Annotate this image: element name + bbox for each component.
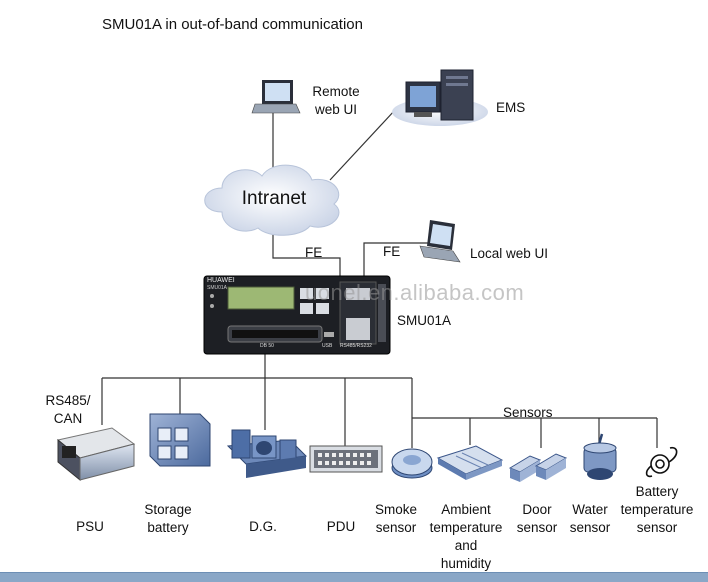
diagram-title: SMU01A in out-of-band communication: [102, 16, 363, 33]
device-brand: HUAWEI: [207, 277, 235, 284]
ambient-sensor-icon: [436, 445, 504, 480]
label-smoke-sensor: Smoke sensor: [374, 502, 418, 535]
label-fe-intranet: FE: [305, 245, 323, 260]
port-usb-label: USB: [322, 343, 333, 349]
psu-icon: [56, 427, 136, 482]
local-laptop-icon: [419, 220, 461, 263]
label-fe-local: FE: [383, 244, 401, 259]
battery-temp-sensor-icon: [645, 446, 678, 478]
label-rs485-can: RS485/ CAN: [45, 393, 91, 426]
label-storage-battery: Storage battery: [144, 502, 192, 535]
label-ambient-sensor: Ambient temperature and humidity: [429, 502, 503, 571]
door-sensor-icon: [508, 453, 568, 482]
line-local-smu: [363, 242, 430, 276]
label-door-sensor: Door sensor: [516, 502, 558, 535]
label-pdu: PDU: [326, 519, 356, 534]
label-local-web-ui: Local web UI: [470, 246, 549, 261]
generator-icon: [226, 429, 308, 478]
label-sensors: Sensors: [503, 405, 553, 420]
watermark: uonel.en.alibaba.com: [305, 280, 525, 305]
label-remote-web-ui: Remote web UI: [312, 84, 360, 117]
label-ems: EMS: [496, 100, 526, 115]
pdu-icon: [309, 445, 383, 473]
remote-laptop-icon: [251, 80, 301, 114]
connection-lines: [101, 109, 658, 448]
label-battery-temp-sensor: Battery temperature sensor: [620, 484, 694, 535]
smoke-sensor-icon: [391, 448, 433, 479]
line-intranet-smu: [272, 225, 341, 276]
port-db50-label: DB 50: [260, 343, 274, 349]
label-water-sensor: Water sensor: [569, 502, 611, 535]
intranet-cloud-icon: [204, 164, 340, 236]
smu01a-device: [203, 275, 391, 355]
bottom-edge-bar: [0, 572, 708, 582]
ems-server-icon: [392, 69, 488, 126]
water-sensor-icon: [583, 433, 617, 480]
storage-battery-icon: [149, 413, 211, 467]
line-ems-intranet: [329, 109, 396, 181]
port-rs485-label: RS485/RS232: [340, 343, 372, 349]
label-intranet: Intranet: [241, 188, 307, 209]
label-psu: PSU: [76, 519, 104, 534]
label-smu01a: SMU01A: [397, 313, 452, 328]
device-model: SMU01A: [207, 285, 228, 291]
label-dg: D.G.: [249, 519, 277, 534]
